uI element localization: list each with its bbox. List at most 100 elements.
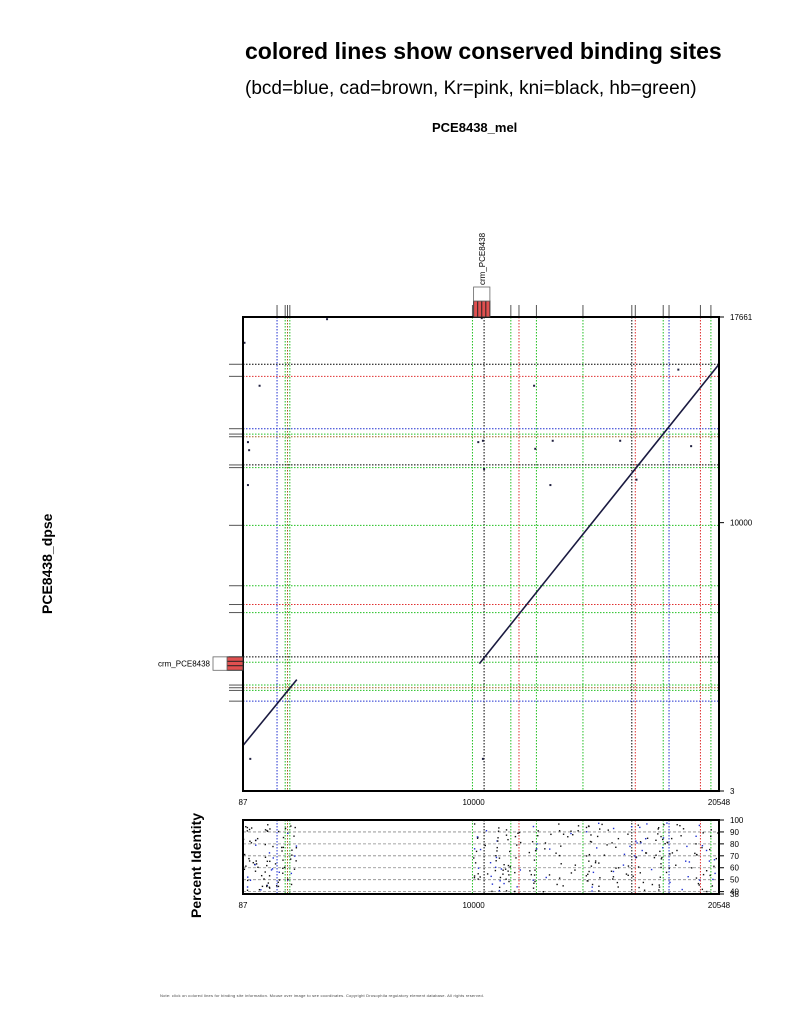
identity-point (508, 880, 510, 883)
identity-point (252, 861, 254, 864)
identity-point (658, 886, 661, 888)
identity-point (661, 838, 664, 841)
identity-point (611, 842, 613, 844)
identity-point (660, 835, 662, 838)
alignment-dot (481, 439, 484, 442)
identity-point (544, 842, 547, 844)
identity-point (550, 833, 552, 836)
identity-point (533, 882, 535, 884)
identity-point (558, 830, 561, 832)
identity-point (663, 824, 665, 826)
crm-box-y (226, 656, 244, 671)
identity-point (617, 867, 620, 869)
identity-point (502, 873, 504, 875)
dotplot-x-tick-label: 87 (239, 798, 248, 807)
identity-point (280, 846, 283, 849)
identity-point (713, 859, 716, 861)
identity-point (291, 854, 293, 856)
plot-frames (242, 316, 720, 895)
identity-point (473, 876, 476, 879)
identity-point (277, 881, 279, 883)
identity-point (264, 871, 266, 873)
identity-point (709, 874, 711, 877)
alignment-dot (690, 445, 693, 448)
identity-point (616, 881, 619, 884)
identity-y-tick-label: 70 (730, 852, 739, 861)
identity-y-tick-label: 38 (730, 890, 739, 899)
identity-point (254, 839, 257, 842)
identity-point (479, 848, 482, 851)
identity-point (294, 855, 296, 857)
identity-point (562, 833, 565, 835)
identity-point (255, 860, 257, 862)
identity-point (598, 890, 600, 892)
identity-point (627, 874, 629, 877)
identity-point (695, 835, 697, 837)
alignment-dot (483, 467, 486, 470)
identity-point (514, 890, 516, 893)
identity-point (558, 854, 561, 857)
identity-point (714, 872, 716, 875)
identity-point (590, 841, 593, 843)
identity-point (537, 835, 539, 837)
identity-point (570, 832, 572, 835)
identity-point (528, 851, 531, 854)
identity-point (532, 825, 535, 828)
identity-point (676, 849, 678, 852)
identity-point (283, 866, 286, 869)
identity-point (290, 883, 293, 886)
identity-point (548, 874, 551, 876)
identity-point (560, 863, 562, 865)
chart-title: colored lines show conserved binding sit… (245, 38, 722, 64)
identity-point (514, 871, 516, 874)
identity-y-tick-label: 90 (730, 828, 739, 837)
identity-point (519, 869, 522, 871)
identity-point (708, 848, 711, 851)
identity-point (695, 843, 697, 845)
identity-point (710, 835, 712, 838)
identity-point (495, 860, 497, 862)
identity-point (246, 886, 249, 888)
identity-point (499, 880, 501, 882)
alignment-dot (533, 384, 536, 387)
alignment-dot (480, 317, 483, 320)
identity-point (277, 885, 280, 888)
identity-point (254, 864, 256, 866)
identity-point (629, 845, 631, 848)
identity-point (266, 864, 268, 867)
identity-point (534, 869, 536, 871)
identity-point (476, 836, 479, 838)
alignment-dot (249, 757, 252, 760)
identity-point (651, 883, 654, 886)
identity-point (639, 826, 641, 829)
identity-point (473, 857, 475, 859)
identity-point (507, 838, 509, 841)
identity-point (694, 852, 696, 855)
identity-point (243, 868, 246, 871)
identity-point (664, 843, 666, 845)
alignment-dot (258, 384, 261, 387)
identity-point (655, 839, 657, 841)
identity-point (574, 864, 577, 866)
identity-point (585, 855, 588, 857)
alignment-dot (619, 439, 622, 442)
identity-point (590, 865, 593, 867)
identity-point (596, 835, 599, 838)
identity-point (680, 835, 682, 837)
identity-point (270, 869, 273, 871)
identity-point (531, 841, 534, 843)
identity-point (588, 870, 590, 873)
identity-point (533, 874, 536, 876)
identity-point (479, 876, 481, 878)
identity-x-tick-label: 87 (239, 901, 248, 910)
identity-point (267, 824, 269, 826)
identity-point (586, 831, 588, 833)
identity-point (542, 891, 545, 893)
identity-point (676, 823, 678, 826)
identity-point (669, 853, 671, 855)
identity-point (264, 829, 267, 831)
identity-point (274, 863, 277, 865)
identity-point (612, 870, 615, 873)
identity-point (627, 833, 629, 835)
dotplot-x-tick-label: 20548 (708, 798, 731, 807)
